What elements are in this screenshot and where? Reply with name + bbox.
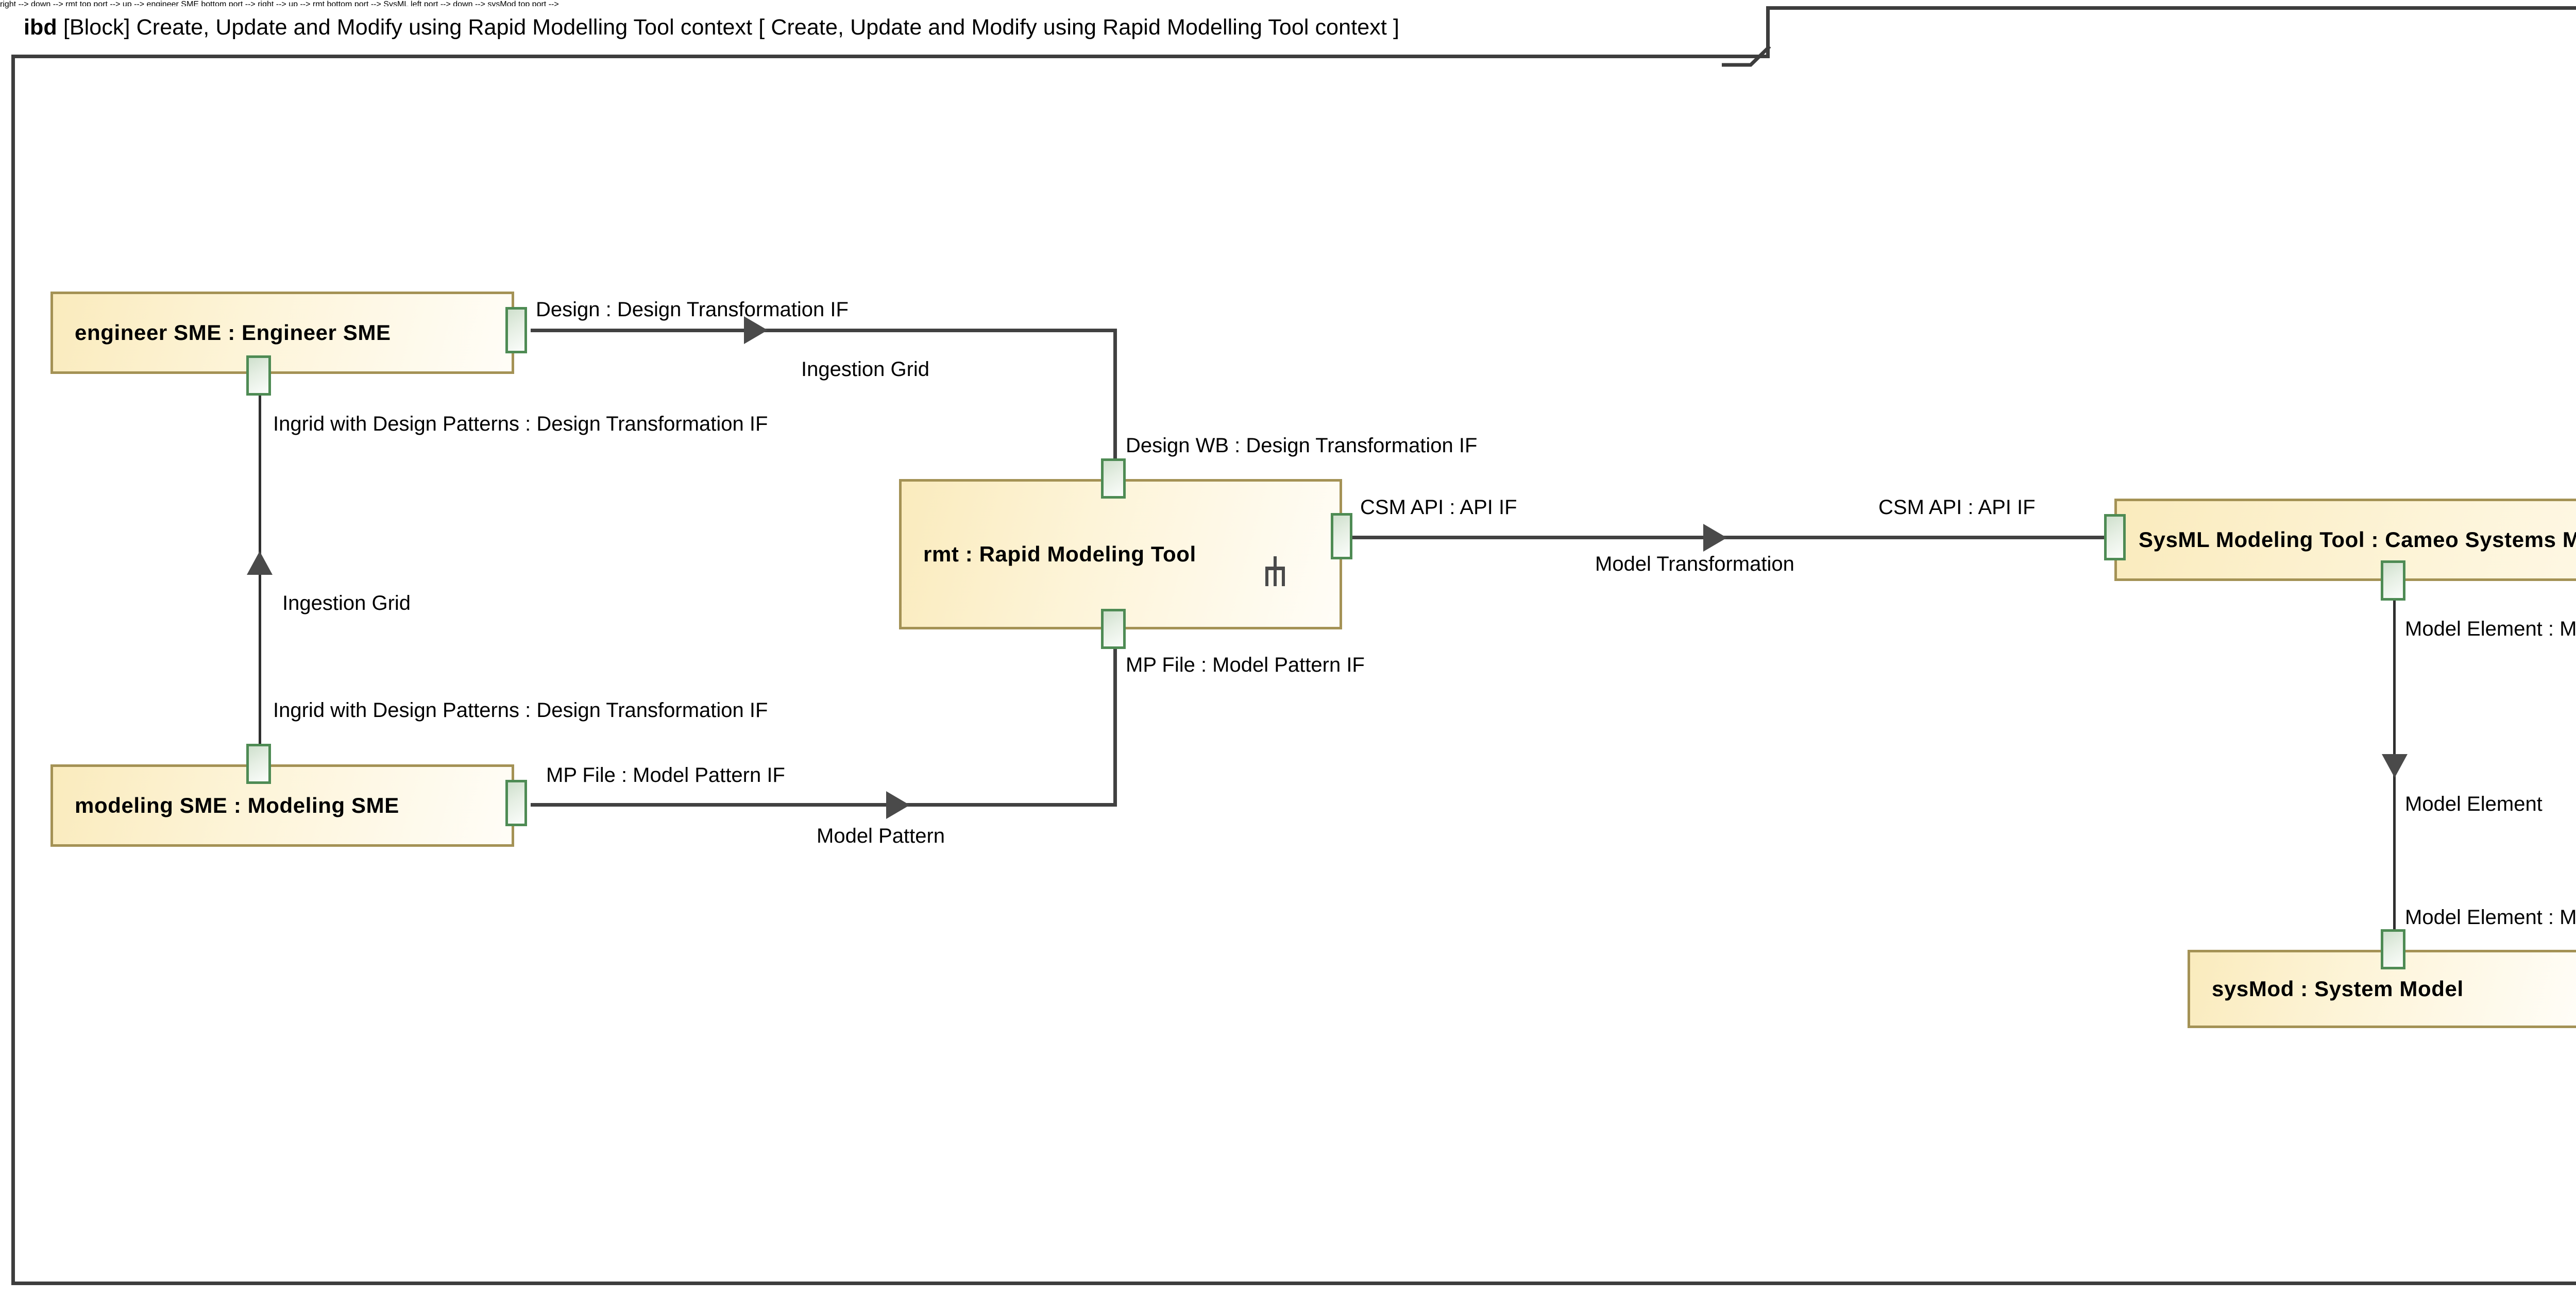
connector-ingestion-grid-design-horizontal[interactable] bbox=[531, 329, 1117, 332]
part-sysml-modeling-tool[interactable]: SysML Modeling Tool : Cameo Systems Mode… bbox=[2114, 499, 2576, 584]
port-label-rmt-mp-file: MP File : Model Pattern IF bbox=[1126, 654, 1365, 676]
connector-label-ingestion-grid-1: Ingestion Grid bbox=[801, 358, 930, 381]
port-label-modeling-mp-file: MP File : Model Pattern IF bbox=[546, 764, 785, 787]
connector-label-ingestion-grid-2: Ingestion Grid bbox=[282, 592, 411, 614]
connector-model-pattern-horizontal[interactable] bbox=[531, 803, 1117, 807]
connector-model-element-arrowhead bbox=[2382, 754, 2408, 778]
part-label: sysMod : System Model bbox=[2212, 977, 2464, 1001]
part-engineer-sme[interactable]: engineer SME : Engineer SME bbox=[50, 292, 517, 377]
connector-ingestion-grid-design-vertical[interactable] bbox=[1113, 329, 1117, 479]
port-engineer-ingrid[interactable] bbox=[246, 355, 271, 396]
port-label-engineer-design: Design : Design Transformation IF bbox=[536, 298, 849, 321]
part-label: SysML Modeling Tool : Cameo Systems Mode… bbox=[2139, 527, 2576, 552]
allocation-fork-icon bbox=[1263, 556, 1287, 586]
connector-model-transformation-arrowhead bbox=[1703, 524, 1727, 552]
port-label-sysml-csm-api: CSM API : API IF bbox=[1878, 496, 2036, 519]
port-engineer-design[interactable] bbox=[505, 307, 527, 353]
connector-label-model-transformation: Model Transformation bbox=[1595, 553, 1794, 575]
part-label: engineer SME : Engineer SME bbox=[75, 320, 391, 345]
diagram-frame-tab-notch-icon bbox=[1722, 46, 1784, 67]
port-rmt-csm-api[interactable] bbox=[1331, 513, 1352, 559]
port-label-rmt-csm-api: CSM API : API IF bbox=[1360, 496, 1517, 519]
port-label-sysmod-model-element: Model Element : Model Element IF bbox=[2405, 906, 2576, 929]
port-sysml-model-element[interactable] bbox=[2381, 560, 2405, 601]
connector-label-model-pattern: Model Pattern bbox=[817, 825, 945, 847]
diagram-title: ibd [Block] Create, Update and Modify us… bbox=[24, 14, 1399, 40]
port-rmt-design-wb[interactable] bbox=[1101, 458, 1126, 499]
port-rmt-mp-file[interactable] bbox=[1101, 609, 1126, 649]
connector-ingestion-grid-design-arrowhead bbox=[744, 316, 768, 344]
part-label: modeling SME : Modeling SME bbox=[75, 793, 399, 817]
part-system-model[interactable]: sysMod : System Model bbox=[2188, 950, 2576, 1031]
port-modeling-mp-file[interactable] bbox=[505, 780, 527, 826]
connector-ingestion-grid-vertical-arrowhead bbox=[247, 551, 273, 575]
connector-model-pattern-arrowhead bbox=[886, 791, 910, 819]
part-modeling-sme[interactable]: modeling SME : Modeling SME bbox=[50, 764, 517, 850]
port-label-sysml-model-element: Model Element : Model Element IF bbox=[2405, 618, 2576, 640]
connector-model-pattern-vertical[interactable] bbox=[1113, 629, 1117, 807]
part-rapid-modeling-tool[interactable]: rmt : Rapid Modeling Tool bbox=[899, 479, 1345, 633]
diagram-kind-keyword: ibd bbox=[24, 15, 57, 40]
diagram-frame bbox=[11, 6, 2576, 1285]
port-sysml-csm-api[interactable] bbox=[2104, 514, 2126, 560]
port-sysmod-model-element[interactable] bbox=[2381, 929, 2405, 969]
connector-label-model-element: Model Element bbox=[2405, 793, 2543, 815]
port-label-modeling-ingrid: Ingrid with Design Patterns : Design Tra… bbox=[273, 699, 768, 722]
connector-model-transformation-line[interactable] bbox=[1342, 536, 2125, 539]
port-modeling-ingrid[interactable] bbox=[246, 744, 271, 784]
part-label: rmt : Rapid Modeling Tool bbox=[923, 542, 1196, 566]
diagram-frame-tab bbox=[11, 6, 1770, 58]
port-label-engineer-ingrid: Ingrid with Design Patterns : Design Tra… bbox=[273, 413, 768, 435]
port-label-rmt-design-wb: Design WB : Design Transformation IF bbox=[1126, 434, 1478, 457]
diagram-title-text: [Block] Create, Update and Modify using … bbox=[63, 15, 1400, 40]
